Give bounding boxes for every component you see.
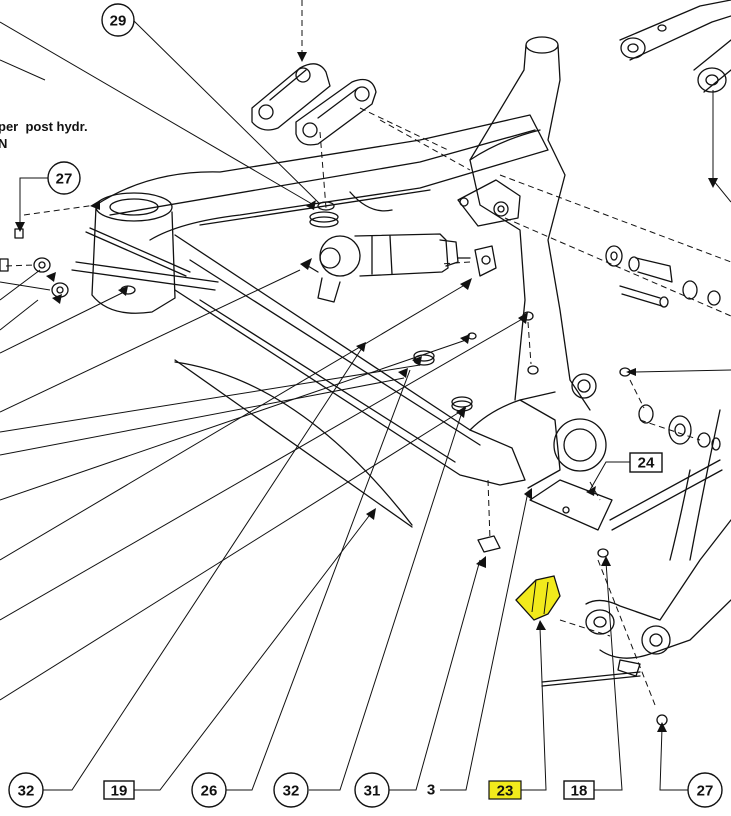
bb-bearings	[638, 404, 721, 451]
cable-clip	[477, 535, 501, 553]
frame-guard-23	[515, 575, 561, 621]
callout-32-right: 32	[283, 783, 300, 800]
headset-bolt-27-top	[14, 228, 24, 239]
callout-3: 3	[427, 782, 435, 799]
top-tube	[95, 114, 549, 241]
callout-26: 26	[201, 783, 218, 800]
chain-stay	[585, 519, 731, 677]
callout-23-box	[488, 780, 522, 800]
callout-24: 24	[638, 455, 655, 472]
callout-32-left: 32	[18, 783, 35, 800]
brake-hose	[541, 671, 641, 687]
pivot-axle-upper	[605, 245, 721, 306]
plate-24	[529, 479, 613, 531]
seat-stay	[669, 409, 721, 561]
callout-27-bottom: 27	[697, 783, 714, 800]
side-note-line2: N	[0, 136, 8, 151]
rear-shock	[307, 233, 459, 303]
small-nut-18	[597, 548, 609, 558]
side-note: per post hydr. N	[0, 118, 88, 152]
headset-part-edge	[0, 258, 9, 272]
shock-bracket	[457, 245, 497, 277]
callout-23: 23	[497, 783, 514, 800]
side-note-line1: per post hydr.	[0, 119, 88, 134]
headset-washer	[33, 257, 51, 273]
pivot-axle-rod	[619, 285, 669, 308]
callout-19: 19	[111, 783, 128, 800]
shock-mount	[457, 179, 521, 227]
upper-link-right	[619, 0, 731, 93]
cable-guide	[174, 359, 413, 528]
callout-31: 31	[364, 783, 381, 800]
callout-29: 29	[110, 13, 127, 30]
rocker-link-left	[251, 63, 331, 131]
seat-tube	[469, 36, 591, 411]
bottom-bracket	[519, 373, 607, 489]
down-tube	[174, 234, 556, 486]
rocker-link-right	[295, 78, 377, 146]
callout-18: 18	[571, 783, 588, 800]
head-cables	[71, 227, 219, 291]
strap-right	[609, 459, 723, 531]
callout-27-top: 27	[56, 171, 73, 188]
